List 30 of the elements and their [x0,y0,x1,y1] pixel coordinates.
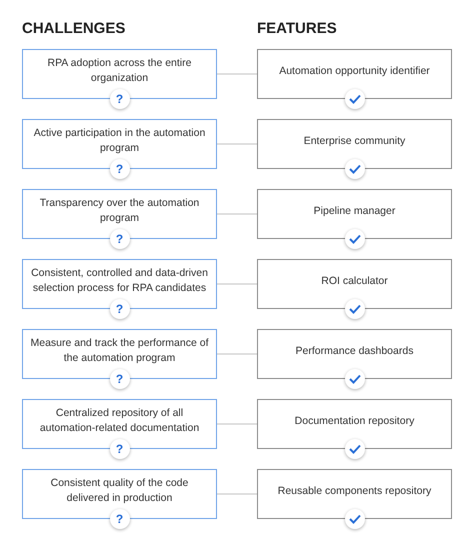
box-label: Consistent, controlled and data-driven selection process for RPA candidates [30,266,209,296]
connector-line [217,353,257,355]
box-label: Pipeline manager [314,204,396,218]
box-label: Enterprise community [304,134,406,148]
box-label: Centralized repository of all automation-related documentation [38,406,200,436]
box-label: Automation opportunity identifier [279,64,430,78]
box-label: Consistent quality of the code delivered in production [50,476,190,506]
box-label: Reusable components repository [278,484,432,498]
box-label: RPA adoption across the entire organization [46,56,192,86]
question-badge: ? [110,159,130,179]
column-heading: CHALLENGES [22,20,126,37]
box-label: Documentation repository [294,414,414,428]
box-label: Measure and track the performance of the automation program [29,336,210,366]
column-heading: FEATURES [257,20,337,37]
question-badge: ? [110,509,130,529]
question-badge: ? [110,439,130,459]
connector-line [217,283,257,285]
connector-line [217,73,257,75]
question-badge: ? [110,89,130,109]
connector-line [217,143,257,145]
question-badge: ? [110,299,130,319]
connector-line [217,493,257,495]
connector-line [217,213,257,215]
connector-line [217,423,257,425]
question-badge: ? [110,369,130,389]
box-label: Performance dashboards [296,344,414,358]
question-badge: ? [110,229,130,249]
box-label: ROI calculator [321,274,388,288]
box-label: Active participation in the automation program [32,126,206,156]
box-label: Transparency over the automation program [38,196,200,226]
